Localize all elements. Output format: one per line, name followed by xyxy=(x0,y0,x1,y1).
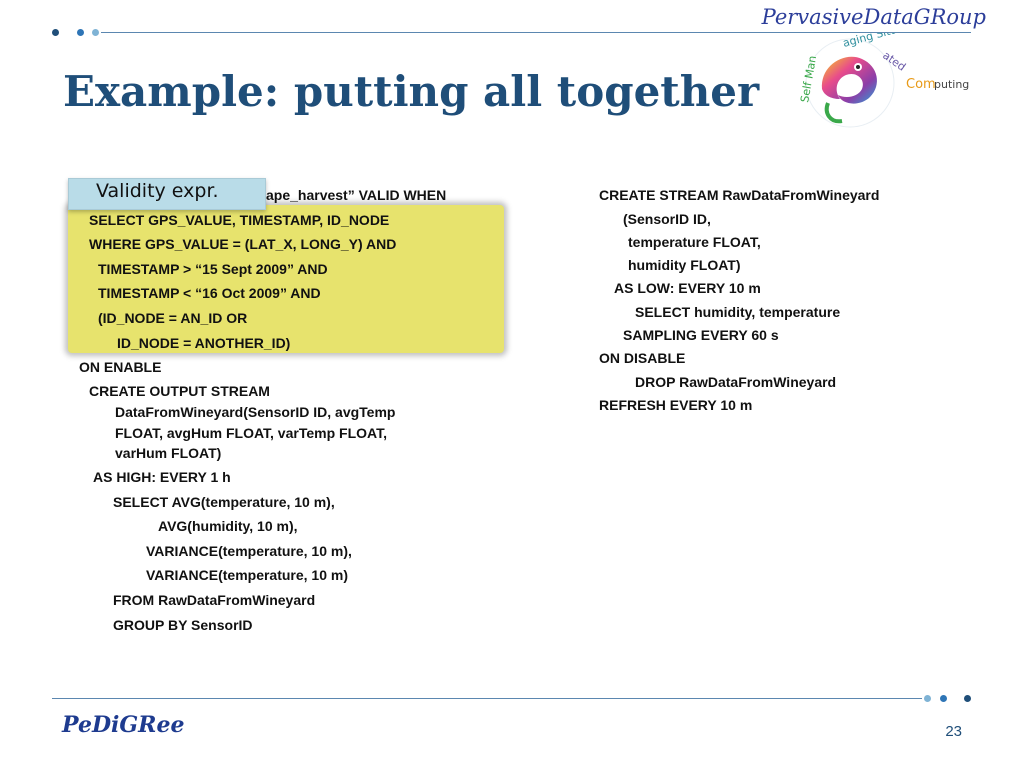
validity-callout xyxy=(68,178,266,210)
code-line: SELECT GPS_VALUE, TIMESTAMP, ID_NODE xyxy=(89,212,390,228)
slide-title: Example: putting all together xyxy=(63,67,760,116)
code-line: DROP RawDataFromWineyard xyxy=(635,374,837,390)
code-line: CREATE STREAM RawDataFromWineyard xyxy=(599,187,880,203)
code-line: varHum FLOAT) xyxy=(115,445,222,461)
code-line: ID_NODE = ANOTHER_ID) xyxy=(117,335,291,351)
bottom-dot-3 xyxy=(964,695,971,702)
code-line: VARIANCE(temperature, 10 m) xyxy=(146,567,349,583)
svg-text:aging Situ: aging Situ xyxy=(841,33,898,50)
top-dot-1 xyxy=(52,29,59,36)
code-line: DataFromWineyard(SensorID ID, avgTemp xyxy=(115,404,396,420)
code-line: humidity FLOAT) xyxy=(628,257,741,273)
footer-brand: PeDiGRee xyxy=(62,712,185,738)
top-rule xyxy=(101,32,971,33)
validity-callout-label: Validity expr. xyxy=(96,180,219,202)
code-line: (ID_NODE = AN_ID OR xyxy=(98,310,248,326)
code-line: temperature FLOAT, xyxy=(628,234,761,250)
code-line-valid-when: ape_harvest” VALID WHEN xyxy=(266,187,447,203)
bottom-dot-2 xyxy=(940,695,947,702)
code-line: TIMESTAMP > “15 Sept 2009” AND xyxy=(98,261,328,277)
validity-highlight xyxy=(68,205,504,353)
svg-text:Com: Com xyxy=(906,77,936,92)
brand-name: PervasiveDataGRoup xyxy=(761,5,986,29)
code-line: FLOAT, avgHum FLOAT, varTemp FLOAT, xyxy=(115,425,387,441)
code-line: ON DISABLE xyxy=(599,350,686,366)
code-line: REFRESH EVERY 10 m xyxy=(599,397,753,413)
code-line: ON ENABLE xyxy=(79,359,162,375)
code-line: VARIANCE(temperature, 10 m), xyxy=(146,543,352,559)
svg-text:puting: puting xyxy=(934,78,969,91)
top-dot-3 xyxy=(92,29,99,36)
code-line: SELECT humidity, temperature xyxy=(635,304,841,320)
code-line: AS LOW: EVERY 10 m xyxy=(614,280,761,296)
page-number: 23 xyxy=(945,723,962,740)
code-line: (SensorID ID, xyxy=(623,211,711,227)
bottom-rule xyxy=(52,698,922,699)
code-line: SELECT AVG(temperature, 10 m), xyxy=(113,494,335,510)
code-line: SAMPLING EVERY 60 s xyxy=(623,327,779,343)
svg-text:Self Man: Self Man xyxy=(800,55,819,104)
bottom-dot-1 xyxy=(924,695,931,702)
code-line: AVG(humidity, 10 m), xyxy=(158,518,298,534)
code-line: AS HIGH: EVERY 1 h xyxy=(93,469,231,485)
code-line: GROUP BY SensorID xyxy=(113,617,253,633)
chameleon-logo: aging Situ ated Self Man Com puting xyxy=(800,33,969,128)
code-line: CREATE OUTPUT STREAM xyxy=(89,383,270,399)
svg-text:ated: ated xyxy=(880,49,908,74)
code-line: FROM RawDataFromWineyard xyxy=(113,592,316,608)
code-line: TIMESTAMP < “16 Oct 2009” AND xyxy=(98,285,321,301)
top-dot-2 xyxy=(77,29,84,36)
code-line: WHERE GPS_VALUE = (LAT_X, LONG_Y) AND xyxy=(89,236,397,252)
